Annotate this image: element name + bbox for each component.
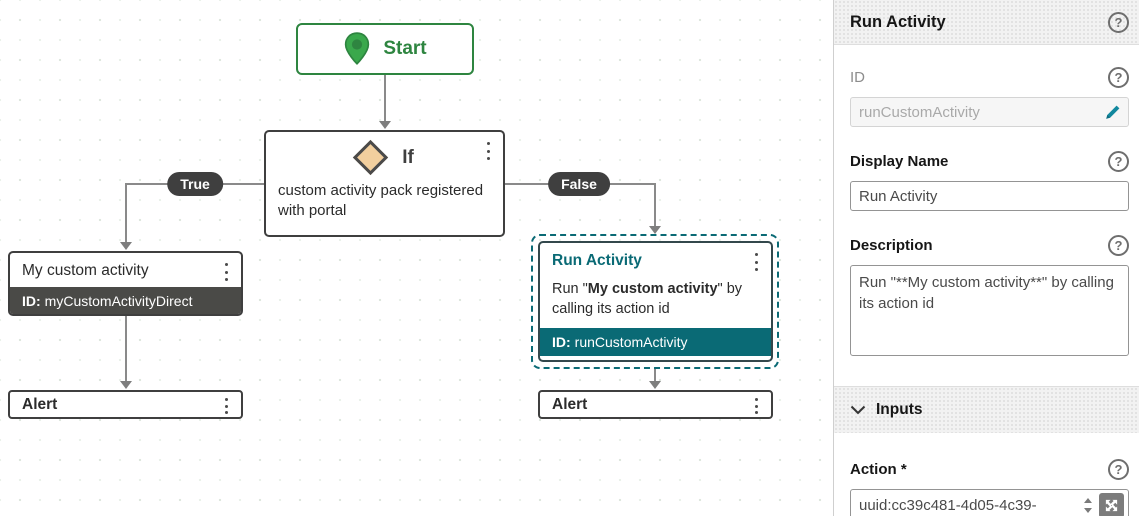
expand-icon — [1105, 499, 1118, 512]
id-value: runCustomActivity — [574, 333, 688, 350]
id-input[interactable] — [850, 97, 1129, 127]
value-stepper[interactable] — [1081, 498, 1095, 513]
my-custom-activity-menu-icon[interactable] — [219, 261, 233, 283]
my-custom-activity-node[interactable]: My custom activity ID:myCustomActivityDi… — [8, 251, 243, 316]
start-node-label: Start — [383, 38, 427, 59]
help-icon[interactable]: ? — [1108, 67, 1129, 88]
action-input-container — [850, 489, 1129, 516]
id-field-group: ID ? — [834, 67, 1139, 127]
alert-node-left[interactable]: Alert — [8, 390, 243, 419]
run-activity-id-band: ID:runCustomActivity — [540, 327, 771, 357]
my-custom-activity-id-band: ID:myCustomActivityDirect — [10, 287, 241, 314]
stepper-up-icon[interactable] — [1084, 498, 1092, 503]
description-field-group: Description ? Run "**My custom activity*… — [834, 235, 1139, 361]
help-icon[interactable]: ? — [1108, 11, 1129, 33]
panel-title: Run Activity — [850, 12, 946, 31]
alert-right-menu-icon[interactable] — [749, 396, 763, 416]
inputs-section-label: Inputs — [876, 401, 923, 418]
help-icon[interactable]: ? — [1108, 151, 1129, 172]
run-activity-selection-outline — [531, 234, 779, 369]
description-textarea[interactable]: Run "**My custom activity**" by calling … — [850, 265, 1129, 356]
chevron-down-icon — [850, 405, 866, 415]
help-icon[interactable]: ? — [1108, 235, 1129, 256]
id-label: ID: — [552, 333, 571, 350]
arrowhead-alert-left — [120, 381, 132, 389]
display-name-input[interactable] — [850, 181, 1129, 211]
id-label: ID: — [22, 293, 41, 309]
arrowhead-alert-right — [649, 381, 661, 389]
workflow-canvas[interactable]: True False Start If custom activity pack… — [0, 0, 833, 516]
connector-ra-to-alert — [654, 368, 656, 382]
map-pin-icon — [343, 32, 371, 66]
description-label: Description — [850, 237, 933, 254]
branch-label-false: False — [548, 172, 610, 196]
panel-header: Run Activity ? — [834, 0, 1139, 45]
arrowhead-my-custom-activity — [120, 242, 132, 250]
id-field-label: ID — [850, 69, 865, 86]
display-name-field-group: Display Name ? — [834, 151, 1139, 211]
edit-pencil-icon[interactable] — [1104, 103, 1122, 126]
inputs-section-header[interactable]: Inputs — [834, 386, 1139, 433]
stepper-down-icon[interactable] — [1084, 508, 1092, 513]
connector-true-vertical — [125, 183, 127, 243]
connector-start-to-if — [384, 75, 386, 122]
run-activity-description: Run "My custom activity" by calling its … — [552, 281, 743, 318]
alert-left-menu-icon[interactable] — [219, 396, 233, 416]
help-icon[interactable]: ? — [1108, 459, 1129, 480]
diamond-icon — [353, 139, 389, 176]
arrowhead-if — [379, 121, 391, 129]
action-input[interactable] — [859, 497, 1077, 514]
connector-mca-to-alert — [125, 316, 127, 382]
my-custom-activity-title: My custom activity — [22, 262, 149, 279]
if-node-description: custom activity pack registered with por… — [278, 182, 484, 220]
if-node-title: If — [402, 146, 414, 168]
start-node[interactable]: Start — [296, 23, 474, 75]
run-activity-node[interactable]: Run Activity Run "My custom activity" by… — [538, 241, 773, 362]
action-field-group: Action * ? — [834, 459, 1139, 516]
if-node-menu-icon[interactable] — [481, 140, 495, 162]
branch-label-true: True — [167, 172, 223, 196]
connector-false-vertical — [654, 183, 656, 227]
expand-button[interactable] — [1099, 493, 1124, 516]
alert-node-right[interactable]: Alert — [538, 390, 773, 419]
alert-left-title: Alert — [22, 396, 58, 413]
action-label: Action * — [850, 461, 907, 478]
properties-panel: Run Activity ? ID ? Display Name ? Descr… — [833, 0, 1139, 516]
id-value: myCustomActivityDirect — [44, 293, 193, 309]
if-node[interactable]: If custom activity pack registered with … — [264, 130, 505, 237]
run-activity-title: Run Activity — [552, 252, 642, 269]
alert-right-title: Alert — [552, 396, 588, 413]
if-node-header: If — [266, 139, 503, 176]
display-name-label: Display Name — [850, 153, 949, 170]
run-activity-menu-icon[interactable] — [749, 251, 763, 273]
arrowhead-run-activity — [649, 226, 661, 234]
